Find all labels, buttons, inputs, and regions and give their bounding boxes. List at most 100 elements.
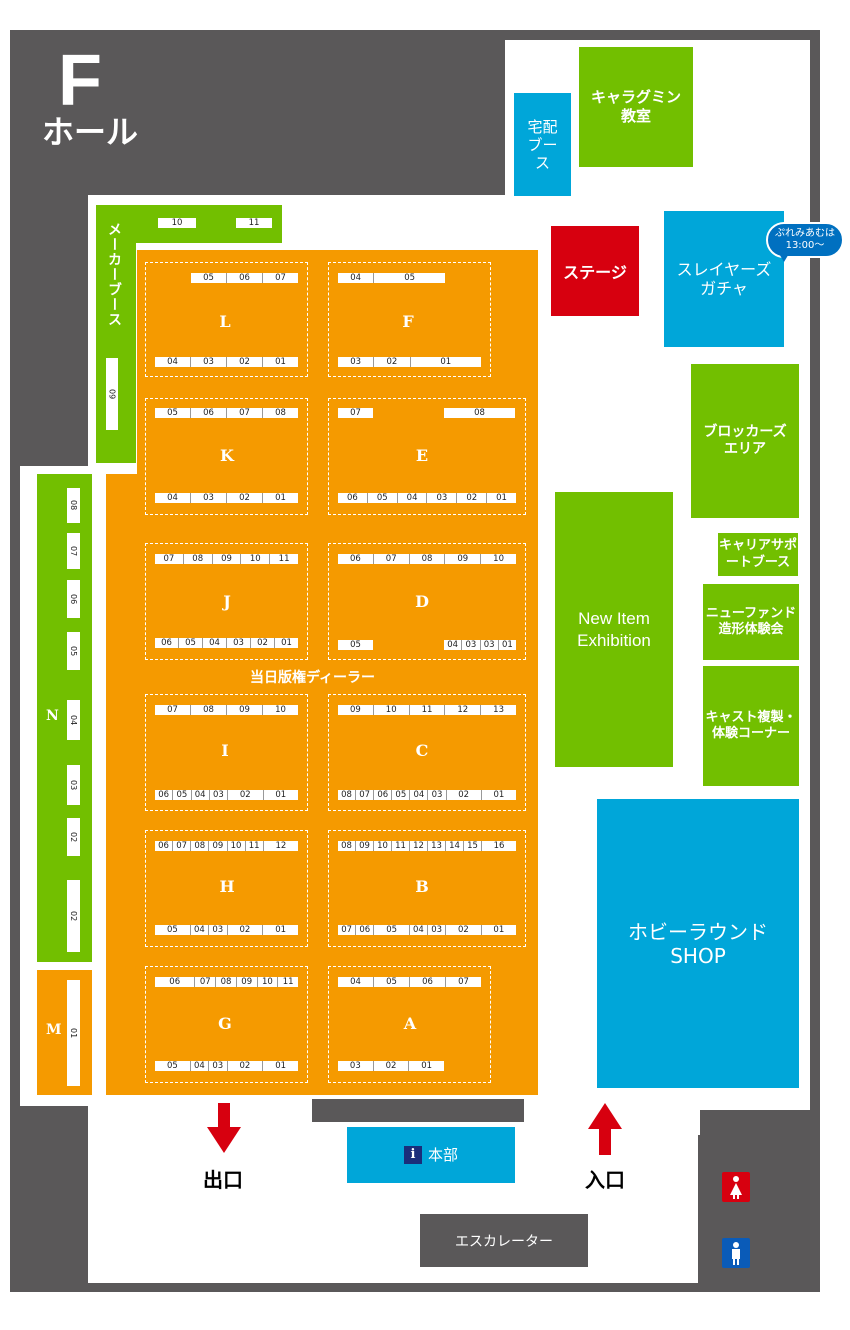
lobby-wall-left bbox=[10, 1135, 88, 1292]
booth-number: 06 bbox=[355, 925, 373, 935]
booth-number: 02 bbox=[226, 493, 262, 503]
booth-number: 13 bbox=[480, 705, 516, 715]
booth-number: 01 bbox=[497, 640, 516, 650]
n-strip-02a: 02 bbox=[67, 818, 80, 856]
new-fund-label: ニューファンド造形体験会 bbox=[705, 605, 797, 637]
booth-number: 01 bbox=[480, 925, 516, 935]
booth-number: 02 bbox=[372, 1061, 409, 1071]
n-strip-02b: 02 bbox=[67, 880, 80, 952]
booth-number: 04 bbox=[409, 790, 427, 800]
n-strip-08: 08 bbox=[67, 488, 80, 523]
booth-number: 03 bbox=[479, 640, 498, 650]
kyaragumin-classroom: キャラグミン教室 bbox=[579, 47, 693, 167]
m-area bbox=[37, 970, 92, 1095]
booth-number: 09 bbox=[226, 705, 262, 715]
booth-number: 05 bbox=[172, 790, 190, 800]
booth-number: 12 bbox=[444, 705, 480, 715]
booth-number: 02 bbox=[373, 357, 409, 367]
premium-bubble: ぷれみあむは13:00～ bbox=[766, 222, 844, 258]
booth-number: 15 bbox=[463, 841, 481, 851]
dealer-area-lower bbox=[106, 474, 538, 1095]
cast-label: キャスト複製・体験コーナー bbox=[705, 709, 797, 741]
block-f-label: F bbox=[402, 312, 414, 331]
booth-number: 11 bbox=[248, 218, 260, 228]
booth-number: 06 bbox=[161, 638, 172, 648]
block-j-label: J bbox=[223, 592, 231, 611]
booth-number: 03 bbox=[427, 925, 445, 935]
block-c bbox=[328, 694, 526, 811]
booth-number: 09 bbox=[208, 841, 226, 851]
booth-number: 08 bbox=[474, 408, 485, 418]
booth-number: 04 bbox=[447, 640, 459, 650]
exit-arrow-icon bbox=[207, 1103, 241, 1155]
booth-number: 10 bbox=[372, 705, 409, 715]
booth-number: 02 bbox=[456, 493, 486, 503]
booth-number: 03 bbox=[426, 493, 456, 503]
booth-number: 06 bbox=[69, 593, 78, 605]
booth-number: 05 bbox=[373, 977, 409, 987]
booth-number: 05 bbox=[366, 493, 397, 503]
booth-number: 04 bbox=[167, 493, 178, 503]
booth-number: 04 bbox=[408, 925, 427, 935]
booth-number: 05 bbox=[178, 638, 202, 648]
headquarters: i 本部 bbox=[347, 1127, 515, 1183]
booth-number: 03 bbox=[427, 790, 445, 800]
booth-number: 01 bbox=[262, 1061, 298, 1071]
booth-number: 09 bbox=[349, 705, 361, 715]
booth-number: 10 bbox=[373, 841, 391, 851]
booth-number: 07 bbox=[355, 790, 373, 800]
booth-number: 01 bbox=[262, 925, 298, 935]
escalator: エスカレーター bbox=[420, 1214, 588, 1267]
booth-number: 09 bbox=[211, 554, 241, 564]
booth-number: 03 bbox=[226, 638, 250, 648]
booth-number: 01 bbox=[262, 493, 298, 503]
booth-number: 02 bbox=[226, 925, 263, 935]
booth-number: 05 bbox=[373, 925, 408, 935]
block-e bbox=[328, 398, 526, 515]
booth-number: 04 bbox=[167, 357, 178, 367]
n-area bbox=[37, 474, 92, 962]
booth-number: 01 bbox=[262, 790, 299, 800]
booth-number: 03 bbox=[190, 493, 226, 503]
booth-number: 07 bbox=[194, 977, 215, 987]
booth-number: 08 bbox=[190, 841, 208, 851]
block-l bbox=[145, 262, 308, 377]
dealer-area-label: 当日版権ディーラー bbox=[250, 670, 376, 686]
booth-number: 03 bbox=[350, 357, 362, 367]
booth-number: 05 bbox=[166, 925, 178, 935]
booth-number: 07 bbox=[167, 705, 178, 715]
booth-number: 07 bbox=[262, 273, 298, 283]
booth-number: 05 bbox=[391, 790, 409, 800]
hall-name: ホール bbox=[42, 113, 139, 151]
block-b-label: B bbox=[415, 877, 429, 896]
booth-number: 04 bbox=[396, 493, 427, 503]
n-area-label: N bbox=[46, 708, 59, 724]
block-e-label: E bbox=[415, 446, 429, 465]
booth-number: 01 bbox=[409, 357, 482, 367]
booth-number: 08 bbox=[69, 500, 78, 511]
blockers-area: ブロッカーズエリア bbox=[691, 364, 799, 518]
block-g-label: G bbox=[218, 1014, 232, 1033]
booth-number: 11 bbox=[269, 554, 298, 564]
hobby-round-label: ホビーラウンドSHOP bbox=[628, 919, 768, 968]
booth-number: 11 bbox=[391, 841, 409, 851]
booth-number: 07 bbox=[372, 554, 409, 564]
m-area-label: M bbox=[46, 1022, 62, 1038]
booth-number: 02 bbox=[445, 925, 480, 935]
booth-number: 01 bbox=[480, 790, 516, 800]
block-b bbox=[328, 830, 526, 947]
takuhai-booth: 宅配ブース bbox=[514, 93, 571, 196]
booth-number: 04 bbox=[189, 925, 208, 935]
lobby-wall-right bbox=[700, 1112, 820, 1292]
new-item-label: New Item Exhibition bbox=[577, 609, 651, 650]
